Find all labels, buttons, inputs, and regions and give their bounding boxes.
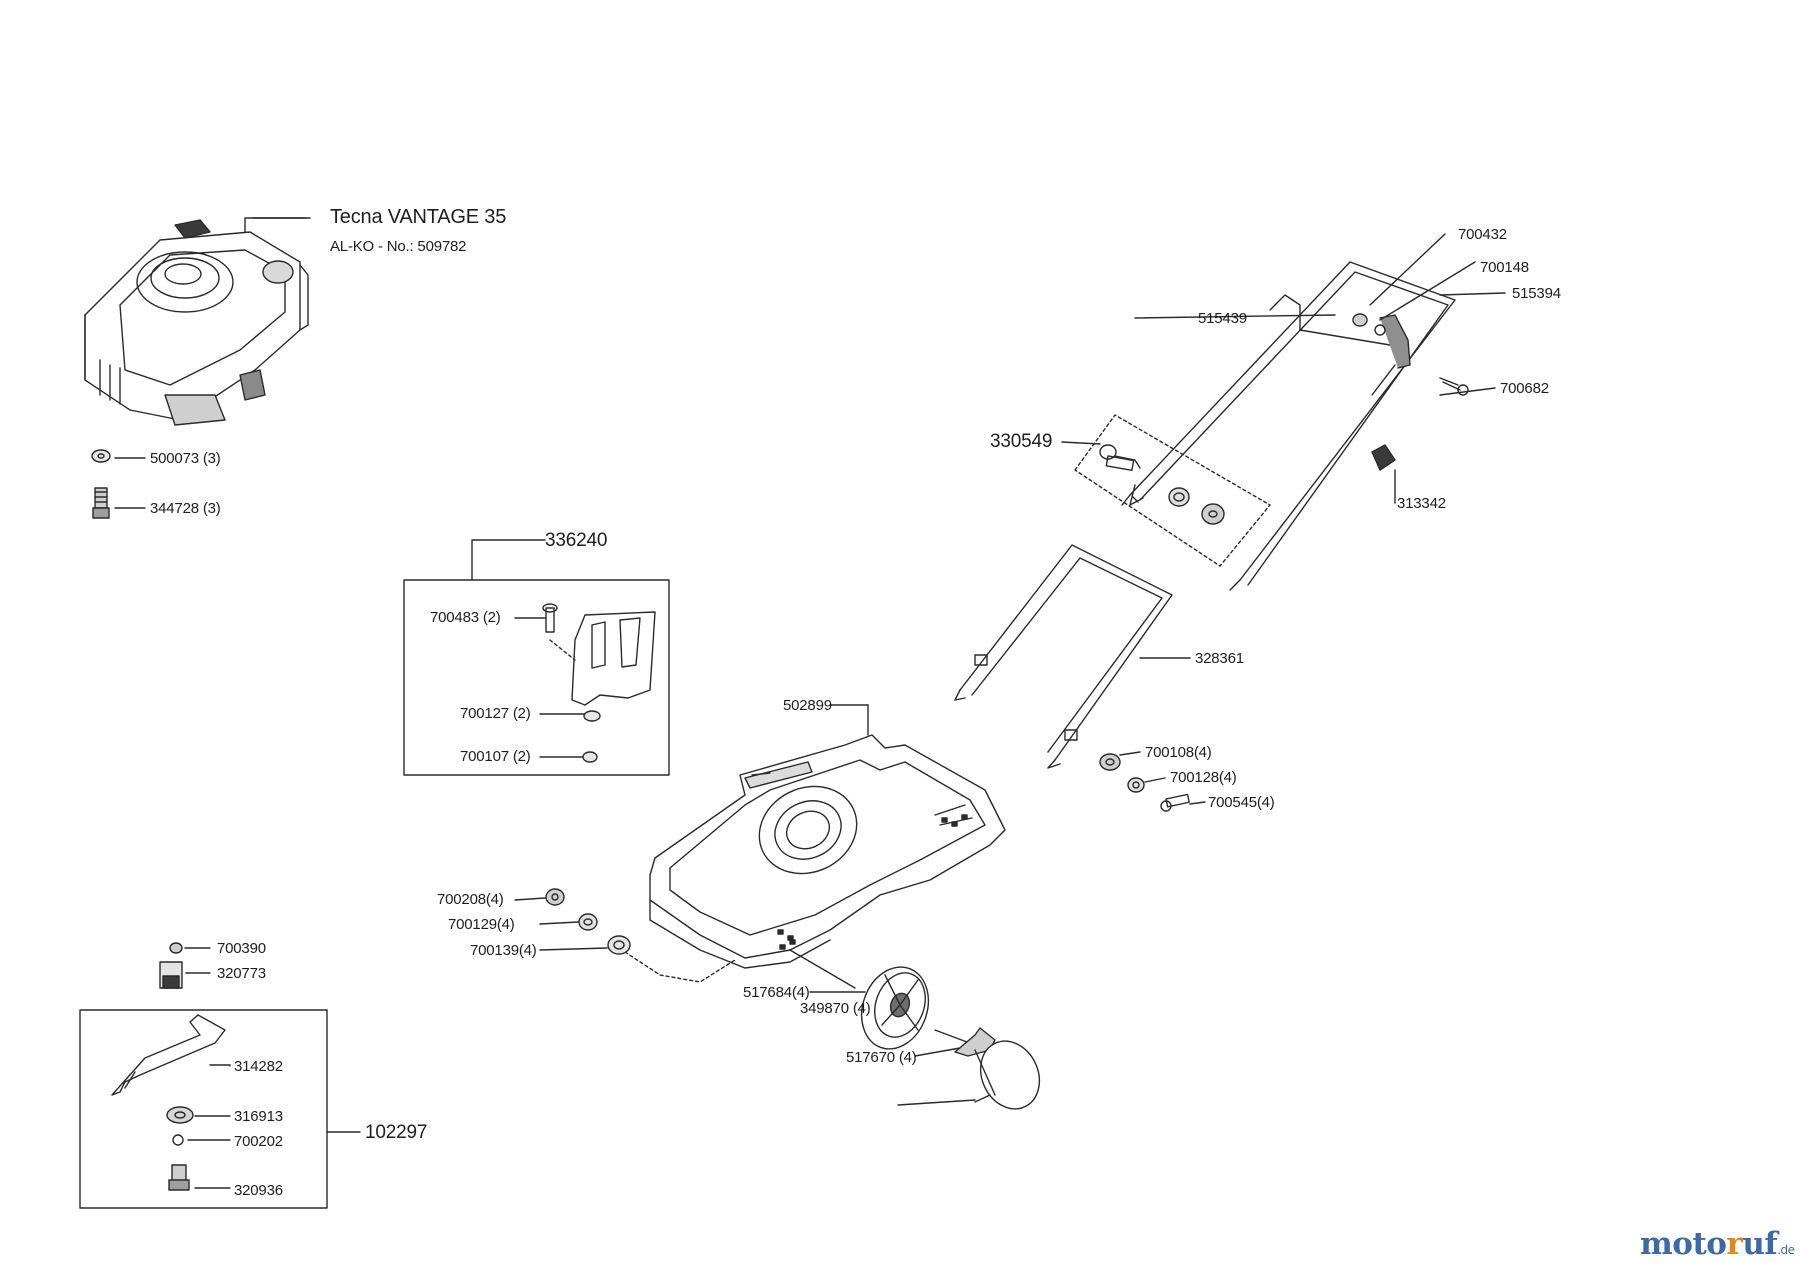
part-label-336240: 336240 <box>545 530 608 551</box>
part-label-328361: 328361 <box>1195 650 1244 667</box>
engine-part-number: AL-KO - No.: 509782 <box>330 238 467 255</box>
part-label-700545: 700545(4) <box>1208 794 1275 811</box>
nut-700208-drawing <box>514 888 565 906</box>
logo-text-uf: uf <box>1742 1226 1778 1262</box>
part-label-344728: 344728 (3) <box>150 500 221 517</box>
logo-text-moto: moto <box>1640 1226 1727 1262</box>
nut-500073-drawing <box>91 449 146 463</box>
washer-700128-drawing <box>1127 777 1166 793</box>
part-label-320773: 320773 <box>217 965 266 982</box>
part-label-502899: 502899 <box>783 697 832 714</box>
bolt-700545-drawing <box>1160 793 1206 812</box>
part-label-700390: 700390 <box>217 940 266 957</box>
logo-text-r: r <box>1726 1226 1743 1262</box>
lower-handle-drawing <box>954 544 1191 769</box>
part-label-700432: 700432 <box>1458 226 1507 243</box>
adapter-320773-drawing <box>159 961 211 989</box>
part-label-330549: 330549 <box>990 431 1053 452</box>
washer-700129-drawing <box>539 913 598 931</box>
part-label-517684: 517684(4) <box>743 984 810 1001</box>
part-label-700139: 700139(4) <box>470 942 537 959</box>
wheel-drawing <box>809 966 1041 1110</box>
bracket-kit-336240-drawing <box>403 539 670 776</box>
washer-700139-drawing <box>539 935 631 955</box>
motoruf-logo[interactable]: motoruf.de <box>1640 1226 1795 1262</box>
part-label-700108: 700108(4) <box>1145 744 1212 761</box>
part-label-314282: 314282 <box>234 1058 283 1075</box>
part-label-700129: 700129(4) <box>448 916 515 933</box>
part-label-313342: 313342 <box>1397 495 1446 512</box>
part-label-349870: 349870 (4) <box>800 1000 871 1017</box>
mower-deck-drawing <box>624 704 1006 989</box>
nut-700108-drawing <box>1099 751 1141 771</box>
part-label-700148: 700148 <box>1480 259 1529 276</box>
engine-drawing <box>84 217 309 426</box>
part-label-700208: 700208(4) <box>437 891 504 908</box>
bolt-kit-330549-drawing <box>1061 414 1271 567</box>
part-label-700107: 700107 (2) <box>460 748 531 765</box>
part-label-316913: 316913 <box>234 1108 283 1125</box>
bolt-344728-drawing <box>92 487 146 519</box>
part-label-700483: 700483 (2) <box>430 609 501 626</box>
part-label-102297: 102297 <box>365 1122 428 1143</box>
part-label-515394: 515394 <box>1512 285 1561 302</box>
part-label-515439: 515439 <box>1198 310 1247 327</box>
part-label-700202: 700202 <box>234 1133 283 1150</box>
engine-model-title: Tecna VANTAGE 35 <box>330 206 507 228</box>
part-label-700682: 700682 <box>1500 380 1549 397</box>
upper-handle-drawing <box>1121 233 1506 591</box>
part-label-320936: 320936 <box>234 1182 283 1199</box>
part-label-517670: 517670 (4) <box>846 1049 917 1066</box>
part-label-500073: 500073 (3) <box>150 450 221 467</box>
part-label-700128: 700128(4) <box>1170 769 1237 786</box>
blade-kit-102297-drawing <box>79 1009 361 1209</box>
logo-text-de: .de <box>1777 1243 1795 1257</box>
nut-700390-drawing <box>169 942 211 954</box>
part-label-700127: 700127 (2) <box>460 705 531 722</box>
